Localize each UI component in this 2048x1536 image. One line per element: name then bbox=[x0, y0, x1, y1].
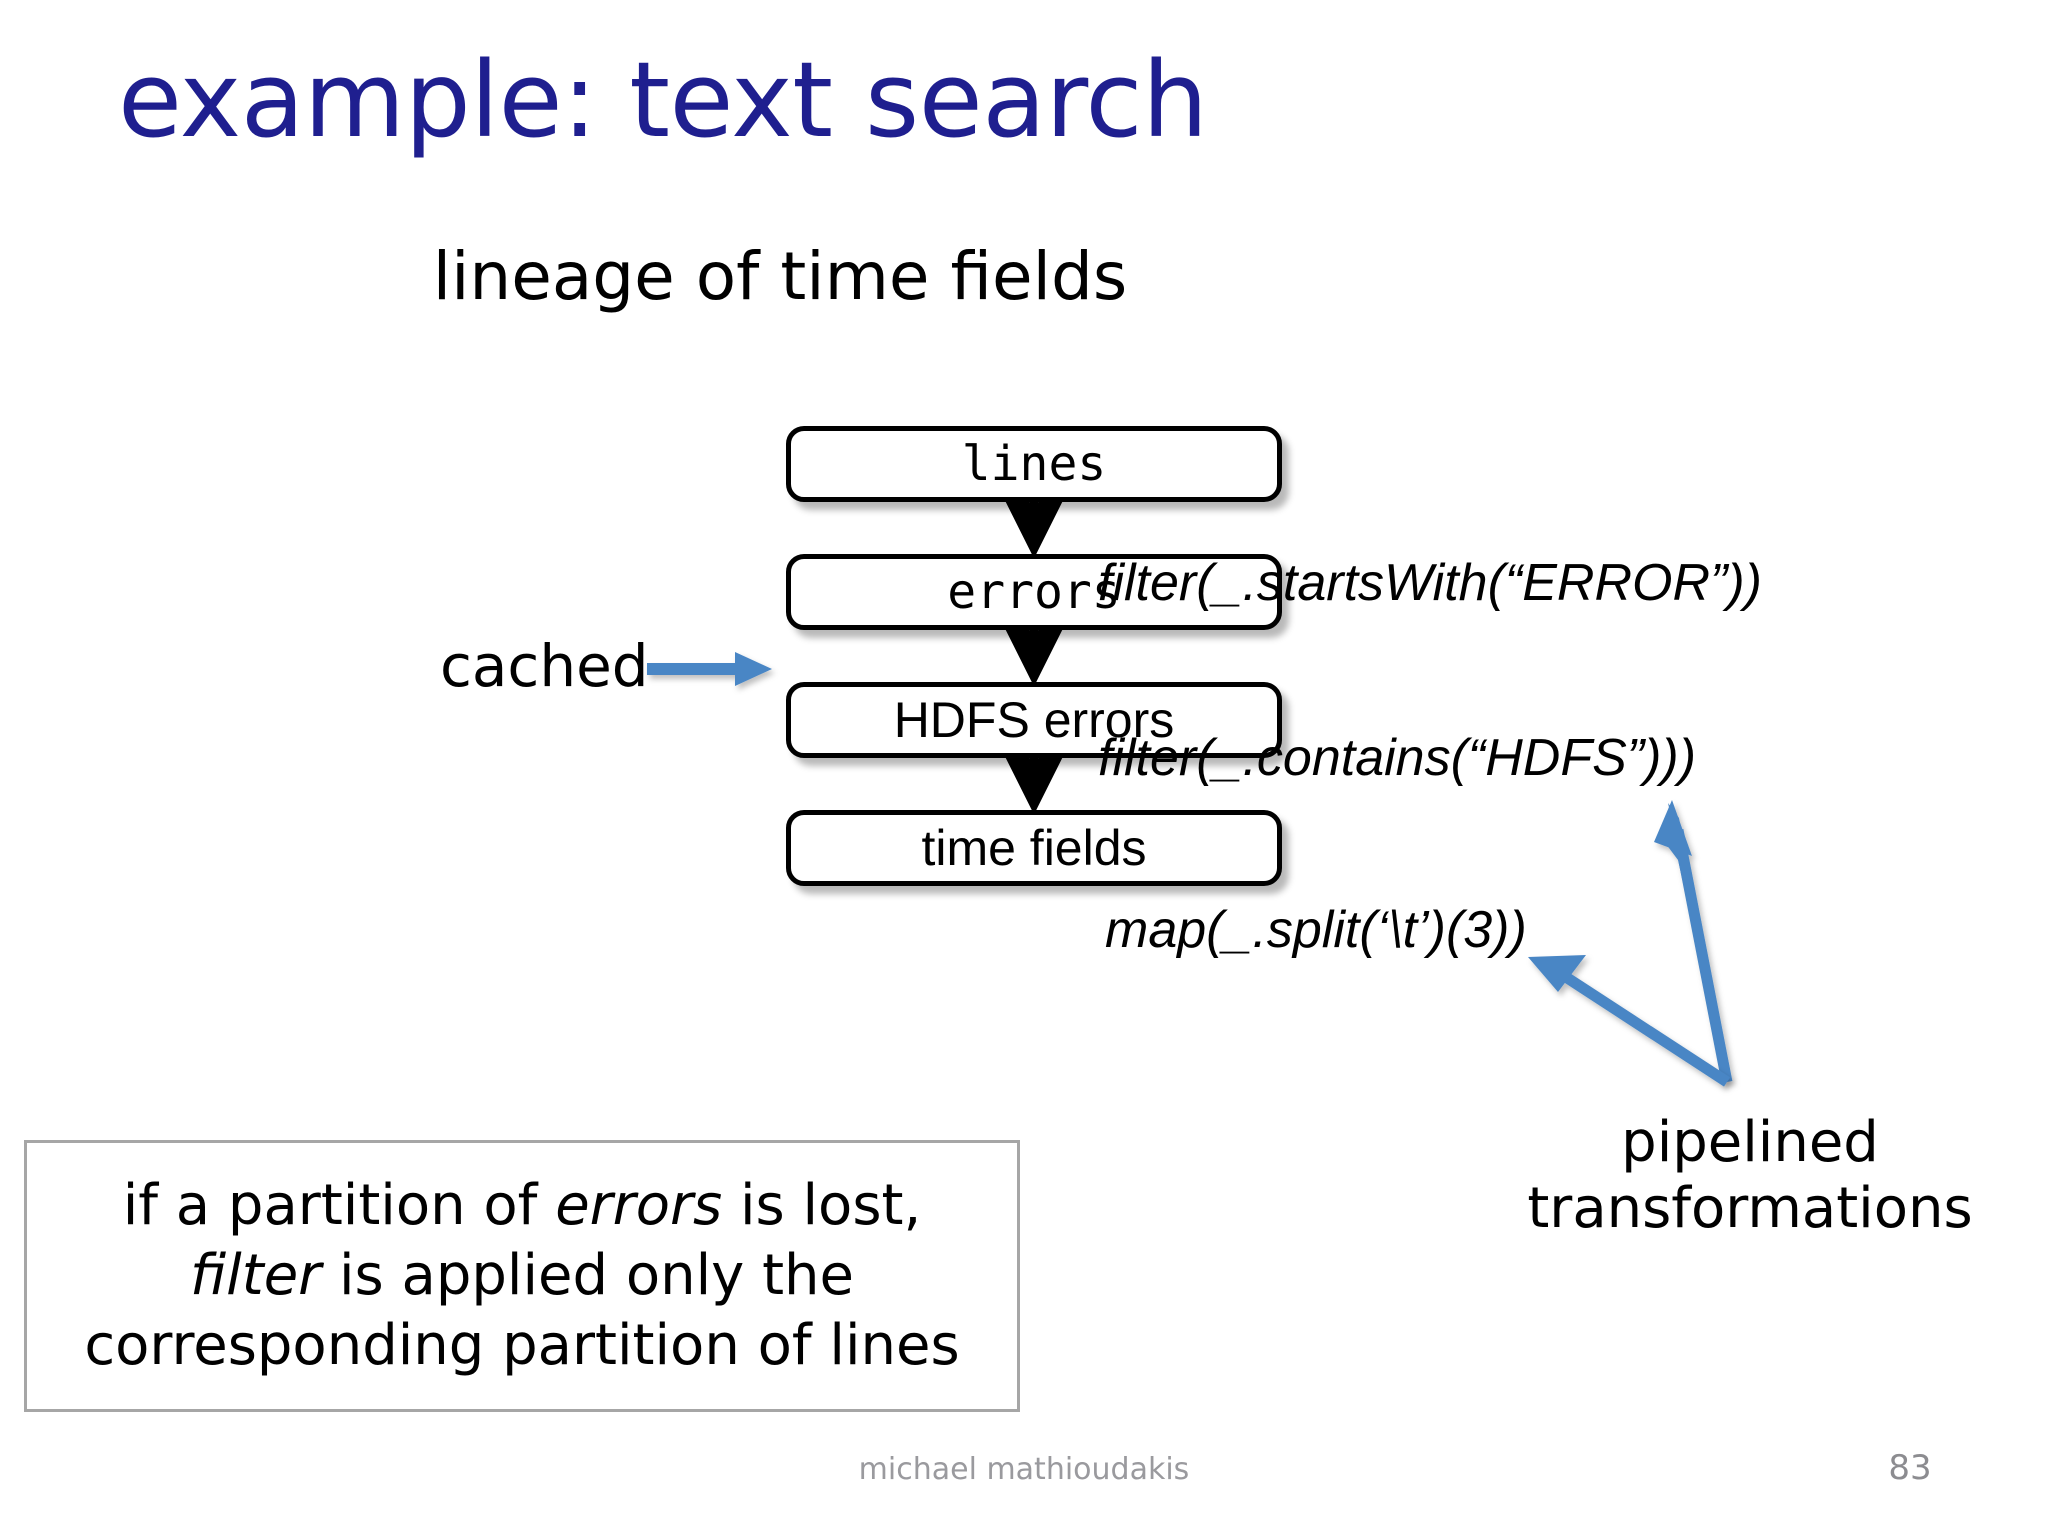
diagram-node-errors-label: errors bbox=[947, 564, 1121, 620]
note-line-3: corresponding partition of lines bbox=[84, 1313, 960, 1378]
pipelined-callout-arrow-lower bbox=[1528, 955, 1731, 1087]
diagram-node-time-fields[interactable]: time fields bbox=[786, 810, 1282, 886]
annotation-pipelined-transformations: pipelined transformations bbox=[1480, 1110, 2020, 1242]
pipelined-callout-arrow-upper bbox=[1654, 800, 1733, 1084]
note-line-1: if a partition of errors is lost, bbox=[123, 1171, 922, 1241]
note-box: if a partition of errors is lost, filter… bbox=[24, 1140, 1020, 1412]
annotation-cached: cached bbox=[440, 632, 649, 700]
slide-subtitle: lineage of time fields bbox=[432, 238, 1128, 315]
edge-label-filter-startswith: filter(_.startsWith(“ERROR”)) bbox=[1098, 554, 1762, 612]
footer-author: michael mathioudakis bbox=[858, 1452, 1190, 1487]
note-line-1-post: is lost, bbox=[722, 1173, 922, 1238]
footer-page-number: 83 bbox=[1888, 1448, 1932, 1488]
note-line-2-emphasis: filter bbox=[190, 1243, 322, 1308]
note-line-1-pre: if a partition of bbox=[122, 1173, 556, 1238]
diagram-node-lines[interactable]: lines bbox=[786, 426, 1282, 502]
edge-label-filter-contains: filter(_.contains(“HDFS”))) bbox=[1098, 729, 1697, 787]
edge-label-map-split: map(_.split(‘\t’)(3)) bbox=[1105, 901, 1527, 959]
diagram-node-lines-label: lines bbox=[961, 436, 1107, 492]
page-title: example: text search bbox=[118, 39, 1208, 161]
diagram-node-hdfs-errors[interactable]: HDFS errors bbox=[786, 682, 1282, 758]
annotation-pipelined-line1: pipelined bbox=[1621, 1110, 1879, 1175]
note-line-1-emphasis: errors bbox=[555, 1173, 723, 1238]
note-line-2-post: is applied only the bbox=[321, 1243, 854, 1308]
diagram-node-time-fields-label: time fields bbox=[921, 820, 1147, 876]
cached-callout-arrow bbox=[647, 652, 772, 686]
diagram-node-hdfs-errors-label: HDFS errors bbox=[893, 692, 1175, 748]
note-line-2: filter is applied only the bbox=[190, 1241, 854, 1311]
annotation-pipelined-line2: transformations bbox=[1527, 1176, 1973, 1242]
diagram-node-errors[interactable]: errors bbox=[786, 554, 1282, 630]
